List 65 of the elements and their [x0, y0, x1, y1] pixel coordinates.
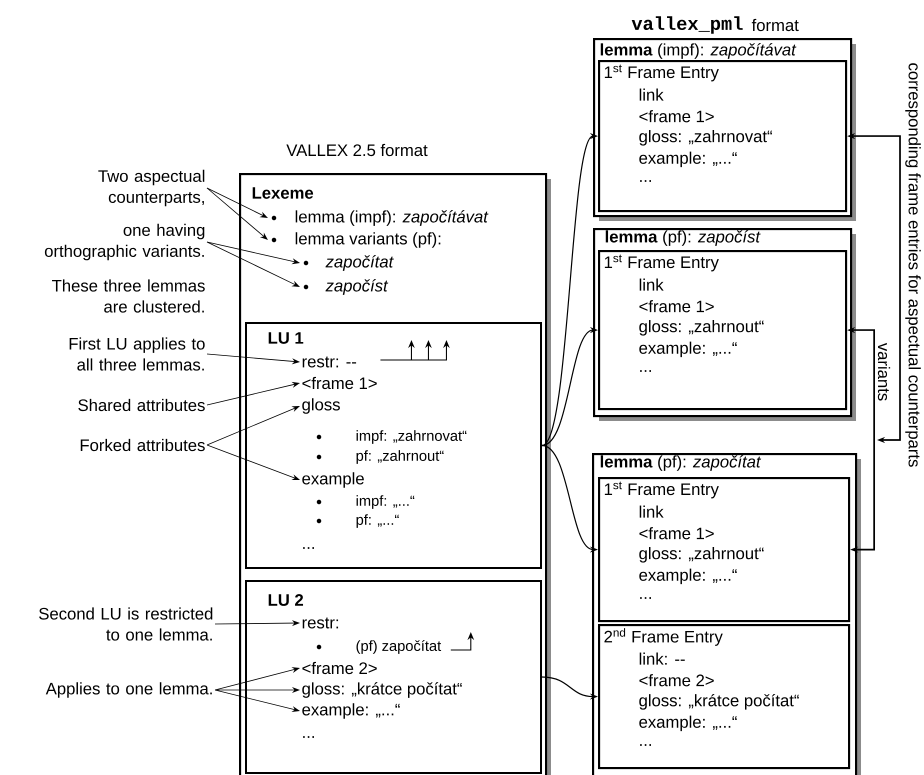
list-item: impf: „...“: [316, 495, 414, 509]
entry-heading: 1$^{st}$ Frame Entry: [604, 482, 719, 498]
entry-line: ...: [640, 370, 651, 372]
entry-line: gloss: „zahrnout“: [639, 320, 764, 336]
node-label: započíst: [326, 279, 388, 295]
entry-line: example: „...“: [639, 716, 737, 732]
annotation-text: First LU applies to all three lemmas.: [70, 337, 205, 371]
entry-line: link: [640, 506, 664, 518]
entry-line: gloss: [302, 398, 340, 414]
entry-line: <frame 2>: [639, 674, 714, 686]
entry-line: example: „...“: [639, 152, 737, 168]
annotation-text: Two aspectual counterparts,: [98, 170, 204, 206]
annotation-text: Applies to one lemma.: [46, 682, 212, 698]
entry-line: <frame 1>: [639, 527, 714, 540]
node-label: impf: „...“: [356, 495, 414, 509]
list-item: lemma (impf): započítávat: [272, 210, 488, 226]
entry-line: ...: [303, 547, 314, 549]
annotation-text: These three lemmas are clustered.: [52, 279, 205, 313]
entry-line: ...: [640, 744, 651, 746]
list-item: pf: „...“: [316, 514, 399, 528]
annotation-text: Second LU is restricted to one lemma.: [39, 607, 212, 641]
leader-arrow: [206, 188, 268, 240]
node-label: VALLEX 2.5 format: [286, 144, 428, 156]
entry-heading: 2$^{nd}$ Frame Entry: [604, 628, 723, 646]
entry-line: link: [640, 278, 664, 291]
entry-line: <frame 1>: [639, 110, 714, 122]
entry-line: ...: [640, 180, 651, 182]
entry-line: gloss: „krátce počítat“: [302, 682, 462, 698]
node-label: pf: „zahrnout“: [356, 450, 444, 464]
list-item: započíst: [304, 279, 388, 295]
entry-line: example: „...“: [639, 568, 737, 584]
edge-label: corresponding frame entries for aspectual counterparts: [904, 61, 922, 469]
entry-line: restr: --: [302, 356, 356, 368]
list-item: impf: „zahrnovat“: [316, 430, 466, 444]
entry-line: example: [302, 472, 364, 488]
entry-heading: 1$^{st}$ Frame Entry: [604, 64, 719, 82]
node-label: započítat: [326, 255, 394, 271]
format-title: vallex_pml: [632, 16, 743, 34]
node-label: Lexeme: [252, 187, 314, 199]
list-item: započítat: [304, 255, 394, 271]
entry-heading: 1$^{st}$ Frame Entry: [604, 254, 719, 272]
node-label: (pf) započítat: [356, 640, 442, 654]
list-item: lemma variants (pf):: [272, 232, 440, 248]
entry-line: link: --: [640, 652, 685, 665]
entry-line: gloss: „zahrnovat“: [639, 130, 772, 146]
entry-line: restr:: [302, 618, 338, 628]
entry-line: <frame 1>: [302, 376, 377, 390]
annotation-text: one having orthographic variants.: [44, 224, 204, 260]
annotation-text: Shared attributes: [78, 398, 205, 412]
entry-line: <frame 1>: [639, 300, 714, 312]
entry-line: example: „...“: [639, 342, 737, 358]
format-title: format: [752, 18, 799, 32]
entry-line: gloss: „zahrnout“: [639, 547, 764, 563]
entry-line: <frame 2>: [302, 662, 377, 674]
entry-line: ...: [303, 736, 314, 738]
list-item: (pf) započítat: [316, 640, 442, 654]
entry-line: gloss: „krátce počítat“: [639, 694, 799, 710]
annotation-text: Forked attributes: [80, 438, 205, 452]
node-label: pf: „...“: [356, 514, 399, 528]
edge-label: variants: [876, 342, 892, 403]
entry-line: ...: [640, 597, 651, 599]
entry-line: example: „...“: [302, 703, 400, 719]
list-item: pf: „zahrnout“: [316, 450, 444, 464]
entry-line: link: [640, 88, 664, 101]
node-label: impf: „zahrnovat“: [356, 430, 466, 444]
